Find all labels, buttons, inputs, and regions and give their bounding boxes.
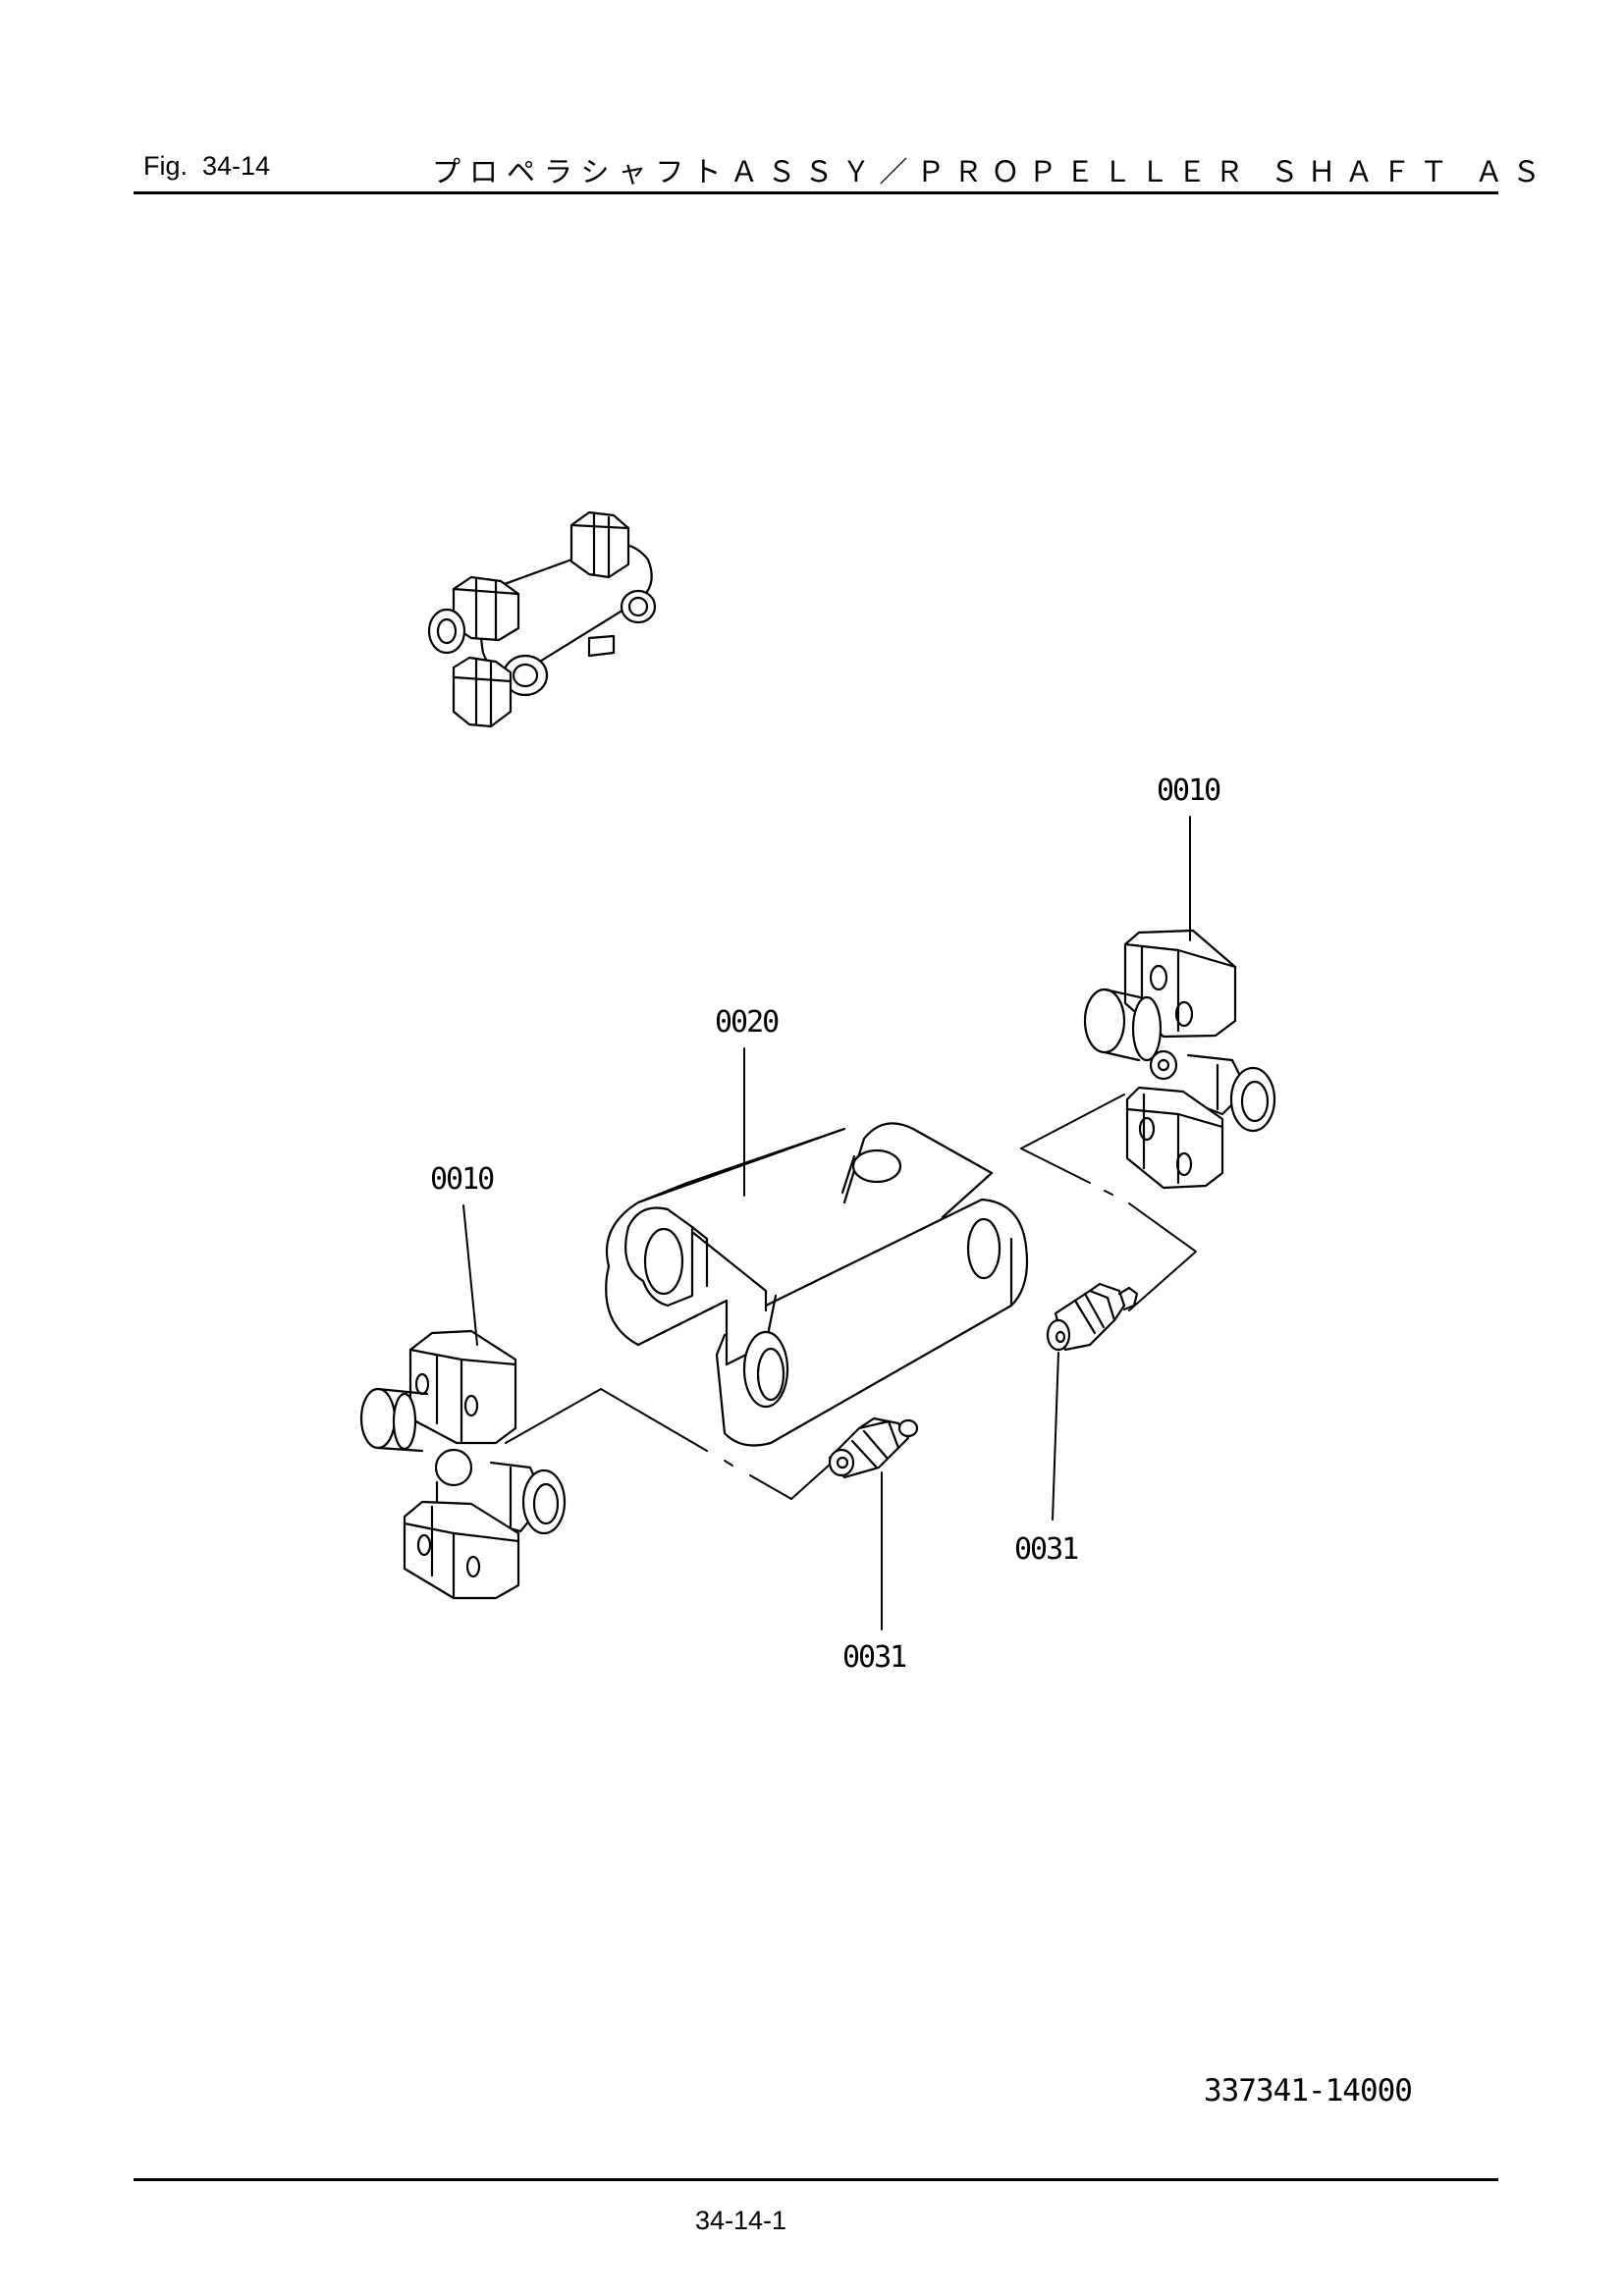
callout-0031-right: 0031 xyxy=(1014,1532,1078,1567)
figure-title: プロペラシャフトＡＳＳＹ／ＰＲＯＰＥＬＬＥＲ ＳＨＡＦＴ ＡＳ xyxy=(432,155,1549,188)
assembly-overview-illustration xyxy=(427,510,657,728)
callout-0010-upper: 0010 xyxy=(1157,774,1220,808)
footer-rule xyxy=(134,2178,1498,2181)
upper-right-universal-joint xyxy=(1083,929,1276,1190)
lower-grease-fitting xyxy=(828,1416,919,1479)
leader-lines xyxy=(462,816,1191,1630)
assembly-lines xyxy=(505,1094,1197,1500)
left-universal-joint xyxy=(359,1329,567,1600)
header-rule xyxy=(134,191,1498,194)
callout-0031-lower: 0031 xyxy=(842,1640,906,1675)
figure-number: Fig. 34-14 xyxy=(143,151,271,181)
drawing-number: 337341-14000 xyxy=(1204,2073,1413,2109)
page-number: 34-14-1 xyxy=(695,2206,787,2235)
callout-0010-left: 0010 xyxy=(430,1162,494,1197)
callout-0020: 0020 xyxy=(715,1005,779,1040)
right-grease-fitting xyxy=(1046,1282,1139,1352)
center-yoke-part xyxy=(605,1122,1029,1447)
